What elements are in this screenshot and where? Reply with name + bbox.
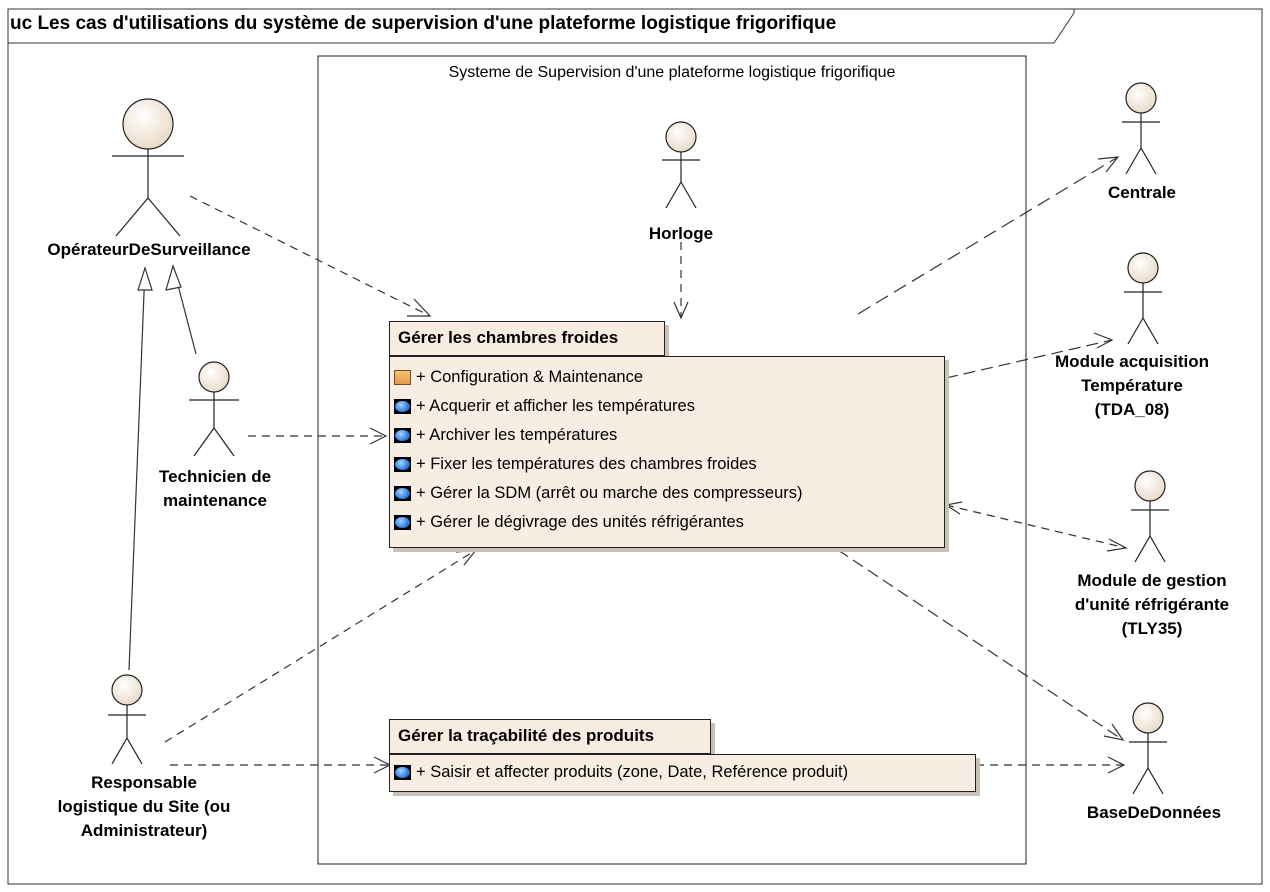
usecase-icon bbox=[394, 765, 411, 780]
actor-label-line: Horloge bbox=[648, 224, 714, 243]
actor-label-line: Module de gestion bbox=[1077, 571, 1227, 590]
actor-label-line: Module acquisition bbox=[1055, 352, 1209, 371]
package-chambres-tab[interactable]: Gérer les chambres froides bbox=[389, 321, 665, 356]
package-item[interactable]: + Configuration & Maintenance bbox=[394, 363, 940, 392]
actor-horloge-label[interactable]: Horloge bbox=[649, 222, 713, 246]
use-case-item[interactable]: + Saisir et affecter produits (zone, Dat… bbox=[394, 758, 971, 787]
arrowhead bbox=[944, 501, 963, 515]
dependency-responsable-chambres bbox=[164, 549, 477, 743]
actor-label-line: BaseDeDonnées bbox=[1086, 803, 1222, 822]
actor-label-line: Administrateur) bbox=[80, 821, 208, 840]
arrowhead bbox=[673, 301, 689, 320]
use-case-item[interactable]: + Fixer les températures des chambres fr… bbox=[394, 450, 940, 479]
actor-label-line: OpérateurDeSurveillance bbox=[47, 240, 251, 259]
usecase-icon bbox=[394, 428, 411, 443]
actor-label-line: maintenance bbox=[163, 491, 267, 510]
actor-base-figure[interactable] bbox=[1129, 702, 1167, 795]
actor-module-gestion-label[interactable]: Module de gestion d'unité réfrigérante (… bbox=[1075, 569, 1229, 641]
actor-label-line: (TDA_08) bbox=[1094, 400, 1170, 419]
actor-label-line: d'unité réfrigérante bbox=[1074, 595, 1230, 614]
package-tracabilite-body[interactable]: + Saisir et affecter produits (zone, Dat… bbox=[389, 754, 976, 792]
actor-module-acquisition-label[interactable]: Module acquisition Température (TDA_08) bbox=[1055, 350, 1209, 422]
dependency-chambres-gestion bbox=[945, 504, 1127, 549]
dependency-chambres-base bbox=[837, 549, 1124, 741]
usecase-icon bbox=[394, 399, 411, 414]
package-icon bbox=[394, 370, 411, 385]
actor-module-gestion-figure[interactable] bbox=[1131, 470, 1169, 563]
package-tracabilite-name: Gérer la traçabilité des produits bbox=[398, 726, 655, 745]
use-case-item[interactable]: + Gérer la SDM (arrêt ou marche des comp… bbox=[394, 479, 940, 508]
dependency-chambres-centrale bbox=[857, 156, 1119, 315]
arrowhead bbox=[407, 298, 432, 317]
actor-technicien-label[interactable]: Technicien de maintenance bbox=[159, 465, 271, 513]
actor-responsable-figure[interactable] bbox=[108, 674, 146, 765]
actor-label-line: (TLY35) bbox=[1121, 619, 1183, 638]
usecase-icon bbox=[394, 486, 411, 501]
dependency-operateur-chambres bbox=[189, 195, 431, 317]
use-case-item[interactable]: + Gérer le dégivrage des unités réfrigér… bbox=[394, 508, 940, 537]
package-chambres-body[interactable]: + Configuration & Maintenance + Acquerir… bbox=[389, 356, 945, 548]
use-case-item[interactable]: + Acquerir et afficher les températures bbox=[394, 392, 940, 421]
actor-base-label[interactable]: BaseDeDonnées bbox=[1087, 801, 1221, 825]
actor-label-line: Température bbox=[1081, 376, 1183, 395]
system-boundary-title: Systeme de Supervision d'une plateforme … bbox=[448, 64, 896, 81]
arrowhead bbox=[1107, 756, 1126, 774]
use-case-item[interactable]: + Archiver les températures bbox=[394, 421, 940, 450]
use-case-label: + Gérer la SDM (arrêt ou marche des comp… bbox=[416, 484, 803, 502]
arrowhead bbox=[455, 549, 478, 566]
arrowhead bbox=[1097, 156, 1120, 173]
arrowhead bbox=[1093, 332, 1114, 349]
package-tracabilite-tab[interactable]: Gérer la traçabilité des produits bbox=[389, 719, 711, 754]
use-case-label: + Gérer le dégivrage des unités réfrigér… bbox=[416, 513, 744, 531]
system-boundary bbox=[317, 55, 1027, 865]
dependency-chambres-acquisition bbox=[945, 339, 1113, 379]
diagram-frame bbox=[7, 8, 1263, 885]
title-tab-outline bbox=[8, 9, 1075, 44]
actor-centrale-figure[interactable] bbox=[1122, 82, 1160, 175]
arrowhead bbox=[1106, 538, 1128, 552]
use-case-label: + Fixer les températures des chambres fr… bbox=[416, 455, 757, 473]
use-case-label: + Archiver les températures bbox=[416, 426, 618, 444]
package-item-label: + Configuration & Maintenance bbox=[416, 368, 644, 386]
actor-operateur-label[interactable]: OpérateurDeSurveillance bbox=[47, 238, 250, 262]
arrowhead bbox=[369, 427, 388, 445]
generalization-arrowhead bbox=[165, 264, 182, 291]
use-case-label: + Acquerir et afficher les températures bbox=[416, 397, 695, 415]
relationships bbox=[128, 156, 1128, 774]
usecase-icon bbox=[394, 515, 411, 530]
actor-horloge-figure[interactable] bbox=[662, 121, 700, 209]
actor-label-line: logistique du Site (ou bbox=[57, 797, 231, 816]
actor-label-line: Responsable bbox=[91, 773, 197, 792]
actor-technicien-figure[interactable] bbox=[189, 361, 239, 457]
generalization-responsable-operateur bbox=[128, 267, 146, 671]
actor-module-acquisition-figure[interactable] bbox=[1124, 252, 1162, 345]
package-chambres-name: Gérer les chambres froides bbox=[398, 328, 619, 347]
diagram-title: uc Les cas d'utilisations du système de … bbox=[10, 13, 837, 34]
actor-operateur-figure[interactable] bbox=[112, 98, 184, 237]
actor-label-line: Centrale bbox=[1107, 183, 1177, 202]
generalization-arrowhead bbox=[137, 266, 153, 291]
actor-responsable-label[interactable]: Responsable logistique du Site (ou Admin… bbox=[58, 771, 231, 843]
arrowhead bbox=[1103, 723, 1125, 741]
actor-centrale-label[interactable]: Centrale bbox=[1108, 181, 1176, 205]
actor-label-line: Technicien de bbox=[158, 467, 272, 486]
usecase-icon bbox=[394, 457, 411, 472]
use-case-label: + Saisir et affecter produits (zone, Dat… bbox=[416, 763, 849, 781]
